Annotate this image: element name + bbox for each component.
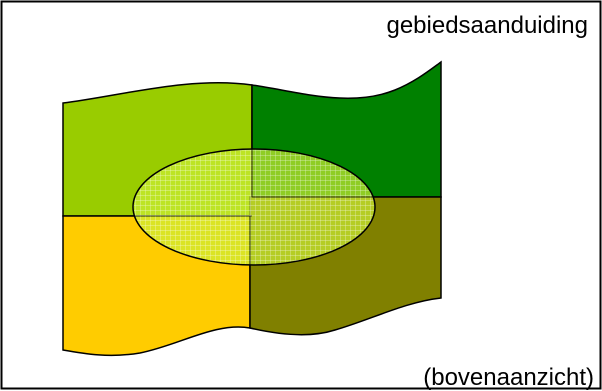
view-label: (bovenaanzicht) [423,364,594,391]
title-label: gebiedsaanduiding [386,12,588,39]
overlay-ellipse [132,148,376,266]
